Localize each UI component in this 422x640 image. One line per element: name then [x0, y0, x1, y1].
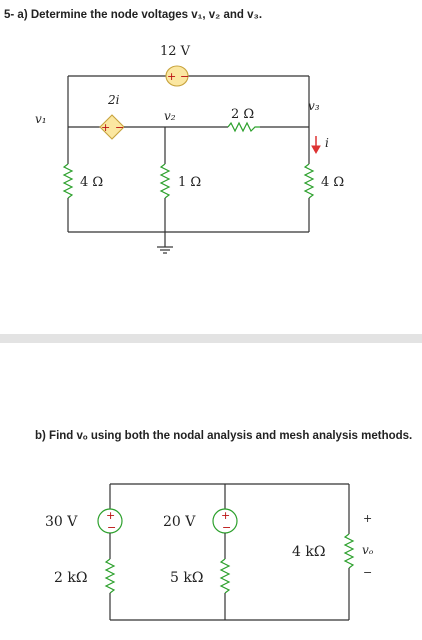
source-20v-minus: −	[222, 521, 231, 534]
vo-minus: −	[363, 566, 372, 579]
node-v3-label: v₃	[308, 99, 320, 113]
resistor-1ohm-label: 1 Ω	[178, 175, 201, 190]
dependent-source-plus: +	[101, 121, 110, 134]
resistor-5k	[219, 558, 231, 594]
resistor-2k-label: 2 kΩ	[54, 570, 87, 586]
vo-label: vₒ	[362, 543, 374, 557]
resistor-1ohm	[159, 163, 171, 199]
dependent-source-label: 2i	[107, 93, 120, 107]
current-i-arrow	[311, 136, 321, 155]
resistor-4k	[343, 533, 355, 569]
section-divider	[0, 334, 422, 343]
voltage-source-12v-label: 12 V	[160, 44, 191, 59]
current-i-label: i	[325, 136, 329, 150]
resistor-2ohm-label: 2 Ω	[231, 107, 254, 122]
source-20v-plus: +	[221, 509, 230, 522]
question-b-text: b) Find vₒ using both the nodal analysis…	[35, 430, 413, 442]
dependent-source	[99, 114, 125, 140]
resistor-2k	[104, 558, 116, 594]
node-v2-label: v₂	[164, 109, 176, 123]
circuit-a: + − 12 V 4 Ω v₁ + − 2i 2 Ω v₂ v₃ 1 Ω	[35, 44, 344, 254]
voltage-source-12v	[165, 65, 189, 87]
dependent-source-minus: −	[115, 121, 124, 134]
question-a-text: 5- a) Determine the node voltages v₁, v₂…	[4, 9, 263, 21]
resistor-4ohm-right	[303, 163, 315, 199]
voltage-source-30v-label: 30 V	[45, 514, 78, 530]
resistor-4ohm-left	[62, 163, 74, 199]
source-30v-plus: +	[106, 509, 115, 522]
resistor-5k-label: 5 kΩ	[170, 570, 203, 586]
vo-plus: +	[363, 512, 372, 525]
source-12v-plus: +	[167, 70, 176, 83]
ground-symbol	[157, 246, 173, 254]
voltage-source-20v-label: 20 V	[163, 514, 196, 530]
resistor-4ohm-right-label: 4 Ω	[321, 175, 344, 190]
resistor-2ohm	[227, 121, 260, 133]
resistor-4k-label: 4 kΩ	[292, 544, 325, 560]
resistor-4ohm-left-label: 4 Ω	[80, 175, 103, 190]
node-v1-label: v₁	[35, 112, 47, 126]
source-12v-minus: −	[180, 70, 189, 83]
source-30v-minus: −	[107, 521, 116, 534]
